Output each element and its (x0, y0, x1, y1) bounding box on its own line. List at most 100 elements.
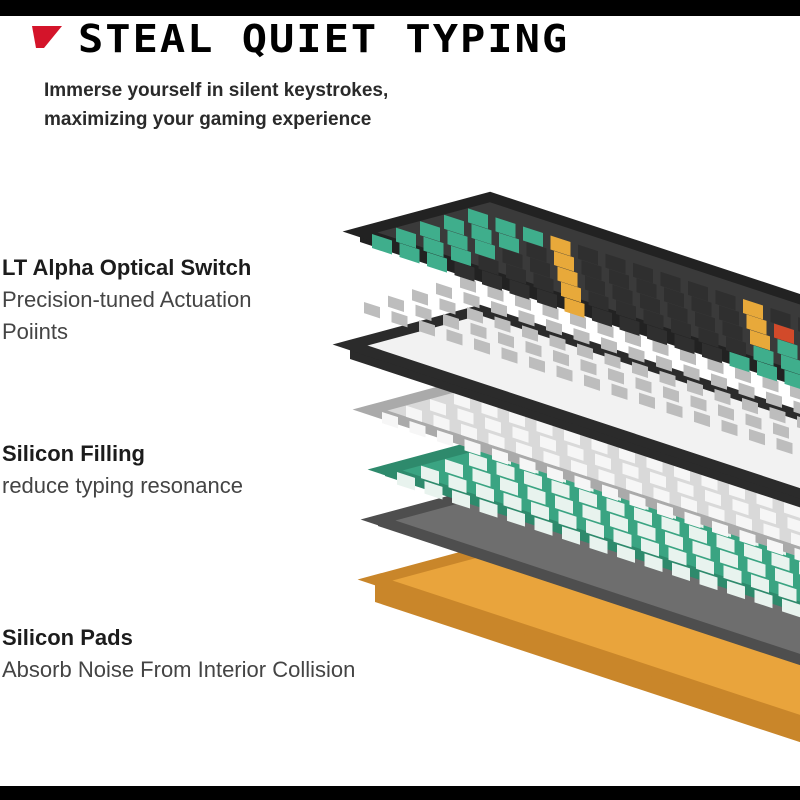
keycap (588, 290, 609, 312)
subtitle-line: maximizing your gaming experience (44, 109, 372, 130)
optical-switch (388, 295, 404, 312)
filling-cutout (595, 453, 611, 470)
feature-silicon-pads: Silicon Pads Absorb Noise From Interior … (2, 622, 422, 686)
optical-switch (776, 437, 793, 455)
optical-switch (718, 404, 734, 421)
filling-cutout (602, 484, 618, 501)
filling-cutout (540, 435, 556, 452)
filling-cutout (681, 496, 697, 513)
filling-cutout (598, 468, 615, 486)
feature-title: Silicon Filling (2, 441, 145, 466)
plate-cutout (723, 565, 742, 584)
optical-switch (773, 422, 789, 439)
keycap (612, 284, 633, 306)
keycap (640, 293, 660, 315)
optical-switch (415, 304, 432, 322)
frame-layer (332, 304, 800, 499)
optical-switch (412, 289, 428, 306)
plate-cutout (751, 574, 769, 593)
optical-switch (742, 397, 758, 415)
optical-switch (694, 410, 710, 428)
subtitle-line: Immerse yourself in silent keystrokes, (44, 80, 389, 101)
plate-cutout (778, 583, 797, 602)
keycap (475, 239, 495, 260)
keycap (605, 253, 626, 275)
plate-cutout (469, 452, 487, 472)
keycap (726, 336, 746, 357)
keycap (750, 329, 770, 351)
keycap (719, 305, 739, 326)
keycap (420, 221, 440, 242)
plate-cutout (500, 477, 518, 496)
plate-cutout (782, 598, 800, 618)
optical-switch (580, 358, 597, 376)
optical-switch (711, 373, 727, 390)
optical-switch (628, 346, 645, 363)
optical-switch (446, 329, 463, 346)
filling-cutout (406, 405, 422, 422)
feature-description: Precision-tuned Actuation Poiints (2, 287, 252, 344)
optical-switch (714, 388, 731, 406)
filling-cutout (739, 529, 756, 547)
optical-switch (553, 349, 569, 367)
plate-cutout (555, 495, 573, 514)
plate-cutout (562, 526, 580, 545)
filling-cutout (461, 423, 477, 441)
keycap (722, 320, 743, 342)
keycap (619, 315, 640, 337)
optical-switch (656, 355, 672, 372)
optical-switch (793, 400, 800, 417)
optical-switch (738, 382, 755, 399)
page-title: STEAL QUIET TYPING (78, 15, 570, 62)
optical-switch (604, 352, 621, 369)
filling-cutout (760, 507, 776, 525)
keycap (451, 245, 471, 267)
keycap (581, 260, 602, 281)
plate-cutout (558, 510, 577, 530)
plate-cutout (448, 474, 467, 494)
optical-switch (467, 307, 483, 324)
keycap (554, 251, 574, 272)
plate-cutout (551, 479, 570, 499)
optical-switch (525, 340, 542, 358)
optical-switch (436, 282, 452, 300)
plate-cutout (771, 552, 790, 571)
plate-cutout (665, 531, 683, 551)
optical-switch (659, 370, 676, 388)
keycap (499, 232, 519, 254)
optical-switch (494, 316, 511, 333)
optical-switch (463, 291, 480, 309)
optical-switch (639, 392, 655, 409)
optical-switch (766, 391, 782, 408)
plate-cutout (716, 534, 735, 553)
optical-switch (522, 325, 538, 342)
plate-cutout (472, 468, 491, 487)
keycap (509, 279, 530, 300)
keycap (636, 278, 657, 299)
filling-cutout (437, 430, 453, 447)
keycap (550, 235, 571, 257)
plate-cutout (531, 501, 549, 521)
keycap (746, 314, 767, 335)
plate-cutout (634, 507, 652, 526)
plate-cutout (527, 486, 546, 505)
keycap (533, 272, 554, 294)
filling-cutout (732, 498, 749, 516)
keycap (671, 318, 691, 339)
plate-cutout (507, 508, 525, 527)
plate-cutout (589, 535, 608, 554)
filling-cutout (543, 450, 560, 468)
optical-switch (556, 365, 573, 382)
optical-switch (474, 338, 490, 355)
filling-cutout (547, 466, 563, 483)
plate-cutout (534, 517, 553, 536)
optical-switch (573, 328, 590, 345)
keycap (647, 324, 667, 346)
optical-switch (790, 385, 800, 402)
keycap (609, 269, 629, 290)
plate-cutout (579, 489, 597, 508)
filling-cutout (626, 478, 642, 495)
optical-switch (391, 311, 408, 328)
plate-cutout (775, 567, 793, 587)
